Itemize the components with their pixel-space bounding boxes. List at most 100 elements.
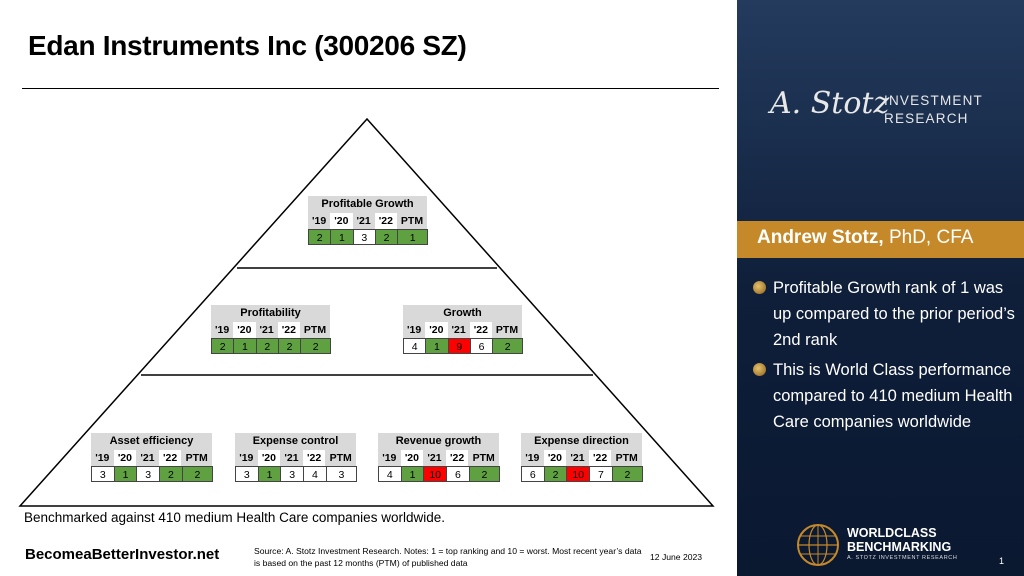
rank-cell: 6: [446, 466, 470, 482]
rank-cell: 3: [136, 466, 161, 482]
rank-row: 4 1 10 6 2: [378, 466, 501, 482]
year-label: '21: [136, 450, 159, 466]
rank-cell: 4: [303, 466, 327, 482]
rank-cell: 1: [330, 229, 354, 245]
year-label: '21: [280, 450, 303, 466]
page-title: Edan Instruments Inc (300206 SZ): [28, 30, 467, 61]
worldclass-logo-text: WORLDCLASS BENCHMARKING: [847, 526, 951, 554]
rank-row: 2 1 2 2 2: [211, 338, 332, 354]
block-title: Profitable Growth: [308, 196, 427, 213]
rank-cell: 3: [325, 466, 358, 482]
rank-row: 6 2 10 7 2: [521, 466, 644, 482]
year-label: '20: [330, 213, 353, 229]
year-header-row: '19 '20 '21 '22 PTM: [235, 450, 356, 466]
website-link[interactable]: BecomeaBetterInvestor.net: [25, 546, 220, 563]
rank-cell: 3: [352, 229, 376, 245]
rank-cell: 1: [425, 338, 449, 354]
pyramid-diagram: [18, 117, 715, 507]
profitable-growth-block: Profitable Growth '19 '20 '21 '22 PTM 2 …: [308, 196, 429, 245]
logo-line: RESEARCH: [884, 111, 969, 126]
rank-cell: 1: [233, 338, 257, 354]
year-label: '22: [374, 213, 397, 229]
year-label: '20: [113, 450, 137, 466]
year-label: '19: [403, 322, 426, 338]
bullet-list: Profitable Growth rank of 1 was up compa…: [751, 275, 1019, 439]
rank-cell: 9: [447, 338, 471, 354]
bullet-item: This is World Class performance compared…: [751, 357, 1019, 435]
year-header-row: '19 '20 '21 '22 PTM: [403, 322, 523, 338]
year-label: '20: [257, 450, 281, 466]
author-name-bold: Andrew Stotz,: [757, 227, 884, 248]
rank-cell: 4: [403, 338, 427, 354]
block-title: Profitability: [211, 305, 330, 322]
bullet-text: Profitable Growth rank of 1 was up compa…: [773, 279, 1015, 349]
revenue-growth-block: Revenue growth '19 '20 '21 '22 PTM 4 1 1…: [378, 433, 501, 482]
globe-icon: [797, 524, 839, 566]
year-header-row: '19 '20 '21 '22 PTM: [521, 450, 642, 466]
bullet-item: Profitable Growth rank of 1 was up compa…: [751, 275, 1019, 353]
year-label: PTM: [300, 322, 331, 338]
right-panel: A. Stotz INVESTMENT RESEARCH Andrew Stot…: [737, 0, 1024, 576]
year-label: '21: [566, 450, 589, 466]
year-label: PTM: [492, 322, 523, 338]
year-label: '19: [211, 322, 234, 338]
rank-cell: 3: [235, 466, 259, 482]
author-name: Andrew Stotz, PhD, CFA: [757, 227, 973, 249]
profitability-block: Profitability '19 '20 '21 '22 PTM 2 1 2 …: [211, 305, 332, 354]
rank-cell: 3: [91, 466, 115, 482]
year-label: '20: [425, 322, 448, 338]
bullet-icon: [753, 363, 766, 376]
logo-line: BENCHMARKING: [847, 540, 952, 554]
year-header-row: '19 '20 '21 '22 PTM: [308, 213, 428, 229]
rank-cell: 2: [255, 338, 279, 354]
block-title: Expense direction: [521, 433, 642, 450]
year-label: '21: [352, 213, 375, 229]
author-credentials: PhD, CFA: [883, 227, 974, 248]
year-label: '20: [400, 450, 424, 466]
year-label: '21: [447, 322, 470, 338]
rank-cell: 7: [589, 466, 613, 482]
year-label: '22: [277, 322, 300, 338]
worldclass-logo-subtitle: A. STOTZ INVESTMENT RESEARCH: [847, 555, 958, 561]
year-label: '19: [235, 450, 258, 466]
rank-cell: 2: [374, 229, 399, 245]
block-title: Expense control: [235, 433, 356, 450]
rank-cell: 3: [280, 466, 305, 482]
rank-cell: 2: [211, 338, 235, 354]
year-label: '20: [233, 322, 256, 338]
rank-cell: 2: [611, 466, 644, 482]
author-bar: Andrew Stotz, PhD, CFA: [737, 221, 1024, 258]
expense-control-block: Expense control '19 '20 '21 '22 PTM 3 1 …: [235, 433, 358, 482]
page-number: 1: [999, 556, 1005, 566]
rank-cell: 1: [400, 466, 425, 482]
rank-row: 3 1 3 2 2: [91, 466, 214, 482]
rank-cell: 2: [468, 466, 501, 482]
rank-cell: 2: [277, 338, 302, 354]
rank-cell: 1: [113, 466, 138, 482]
year-label: '19: [521, 450, 544, 466]
bullet-text: This is World Class performance compared…: [773, 361, 1013, 431]
growth-block: Growth '19 '20 '21 '22 PTM 4 1 9 6 2: [403, 305, 524, 354]
year-label: '22: [469, 322, 492, 338]
report-date: 12 June 2023: [650, 552, 703, 562]
rank-cell: 1: [257, 466, 282, 482]
rank-cell: 2: [159, 466, 183, 482]
source-note: Source: A. Stotz Investment Research. No…: [254, 546, 642, 568]
bullet-icon: [753, 281, 766, 294]
year-label: PTM: [397, 213, 428, 229]
year-label: '21: [255, 322, 278, 338]
year-label: '22: [302, 450, 326, 466]
year-header-row: '19 '20 '21 '22 PTM: [378, 450, 499, 466]
rank-cell: 10: [566, 466, 591, 482]
year-label: PTM: [181, 450, 212, 466]
rank-cell: 2: [308, 229, 332, 245]
year-label: '19: [308, 213, 331, 229]
year-label: '21: [423, 450, 446, 466]
asset-efficiency-block: Asset efficiency '19 '20 '21 '22 PTM 3 1…: [91, 433, 214, 482]
benchmark-note: Benchmarked against 410 medium Health Ca…: [24, 510, 445, 525]
year-label: '22: [445, 450, 469, 466]
year-header-row: '19 '20 '21 '22 PTM: [91, 450, 212, 466]
rank-cell: 10: [423, 466, 448, 482]
stotz-logo-script: A. Stotz: [770, 86, 890, 121]
